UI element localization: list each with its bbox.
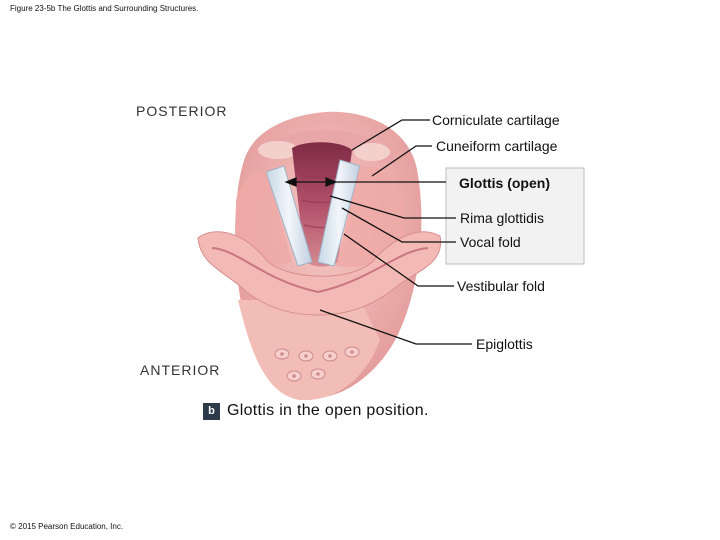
figure-caption: b Glottis in the open position. [203,402,429,420]
vestibular-fold-band [197,231,442,316]
anterior-label: ANTERIOR [140,362,221,378]
copyright-notice: © 2015 Pearson Education, Inc. [10,522,124,531]
posterior-label: POSTERIOR [136,103,228,119]
label-glottis-open: Glottis (open) [459,175,550,191]
caption-text: Glottis in the open position. [227,402,429,419]
leader-vestibular [343,233,454,287]
vocal-fold-right [317,159,361,267]
glottis-label-box [445,167,585,265]
figure-title: Figure 23-5b The Glottis and Surrounding… [10,4,199,13]
label-corniculate: Corniculate cartilage [432,112,560,128]
label-cuneiform: Cuneiform cartilage [436,138,558,154]
glottis-width-arrow [284,177,338,187]
figure-part-badge: b [203,402,220,420]
leader-cuneiform [371,145,432,177]
leader-corniculate [351,119,430,151]
vocal-fold-left [265,165,313,267]
label-vocal-fold: Vocal fold [460,234,521,250]
corniculate-bump-right [354,143,390,161]
label-epiglottis: Epiglottis [476,336,533,352]
leader-vocal-fold [341,207,456,243]
label-vestibular-fold: Vestibular fold [457,278,545,294]
leader-rima [329,195,456,219]
leader-epiglottis [319,309,472,345]
label-rima-glottidis: Rima glottidis [460,210,545,226]
epiglottis-region [238,300,380,401]
corniculate-bump-left [258,141,298,159]
